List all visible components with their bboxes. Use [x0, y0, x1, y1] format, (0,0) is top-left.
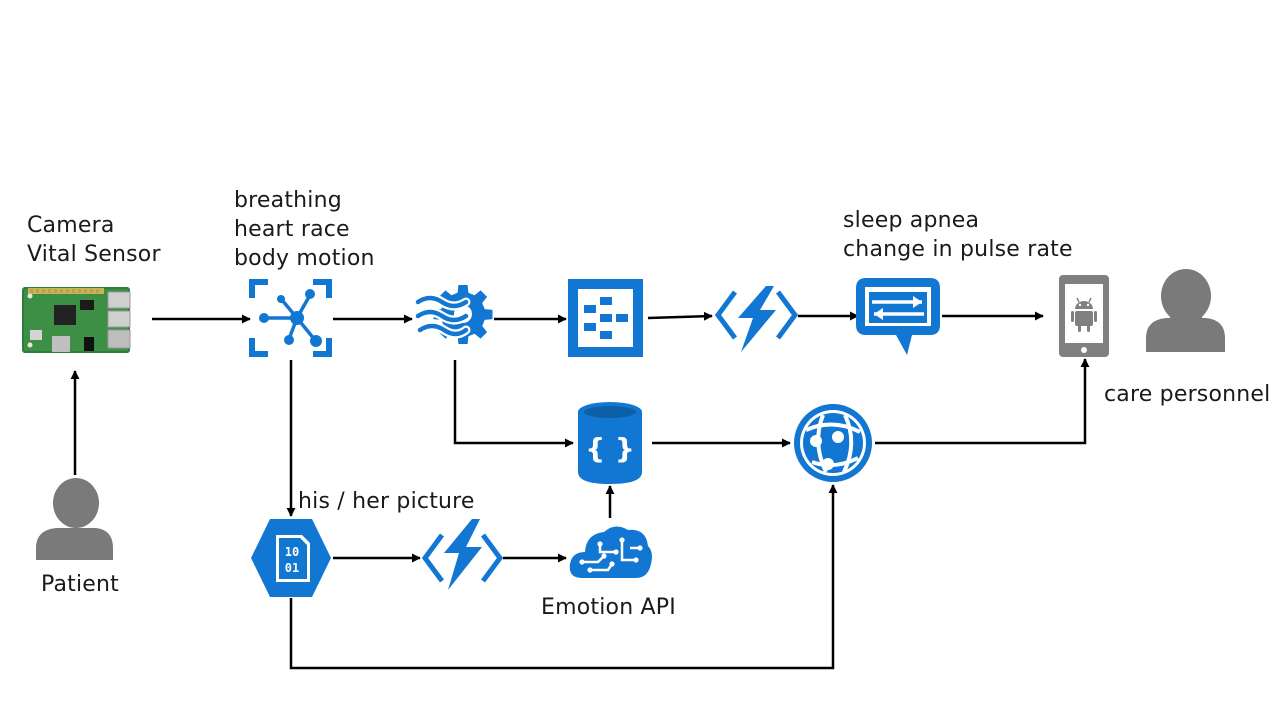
stream-analytics-icon — [413, 285, 493, 344]
azure-functions-icon-bottom — [421, 519, 504, 590]
arrow-eventhub-to-function — [647, 311, 713, 321]
care-personnel-person-icon — [1146, 269, 1225, 352]
vital-sensor-label: Vital Sensor — [27, 242, 161, 267]
camera-sensor-label: Camera Vital Sensor — [27, 211, 161, 269]
alert-sleep-apnea: sleep apnea — [843, 208, 980, 233]
event-hubs-icon — [568, 279, 643, 357]
patient-label: Patient — [41, 572, 120, 597]
emotion-api-label: Emotion API — [541, 595, 676, 620]
document-db-icon: { } — [578, 402, 642, 484]
picture-label: his / her picture — [298, 489, 475, 514]
android-phone-icon — [1059, 275, 1109, 357]
signal-body-motion: body motion — [234, 246, 375, 271]
svg-text:01: 01 — [285, 561, 299, 575]
patient-person-icon — [36, 478, 113, 560]
iot-hub-icon — [249, 279, 332, 357]
alert-pulse-rate: change in pulse rate — [843, 237, 1073, 262]
notification-hubs-icon — [856, 278, 940, 355]
arrow-webapp-to-phone — [875, 358, 1090, 445]
arrow-blob-to-webapp — [289, 484, 838, 670]
blob-storage-icon: 10 01 — [251, 519, 331, 597]
cognitive-services-brain-icon — [569, 526, 652, 578]
connectors — [70, 311, 1090, 670]
svg-text:{ }: { } — [585, 432, 635, 465]
web-app-globe-icon — [794, 404, 872, 482]
raspberry-pi-board-icon — [22, 287, 131, 353]
camera-label: Camera — [27, 213, 115, 238]
alerts-label: sleep apnea change in pulse rate — [843, 206, 1073, 264]
signal-heart-race: heart race — [234, 217, 350, 242]
care-personnel-label: care personnel — [1104, 382, 1271, 407]
arrow-stream-to-cosmos — [453, 360, 574, 448]
azure-functions-icon — [714, 286, 799, 352]
svg-text:10: 10 — [285, 545, 299, 559]
signal-breathing: breathing — [234, 188, 342, 213]
signals-label: breathing heart race body motion — [234, 186, 375, 273]
